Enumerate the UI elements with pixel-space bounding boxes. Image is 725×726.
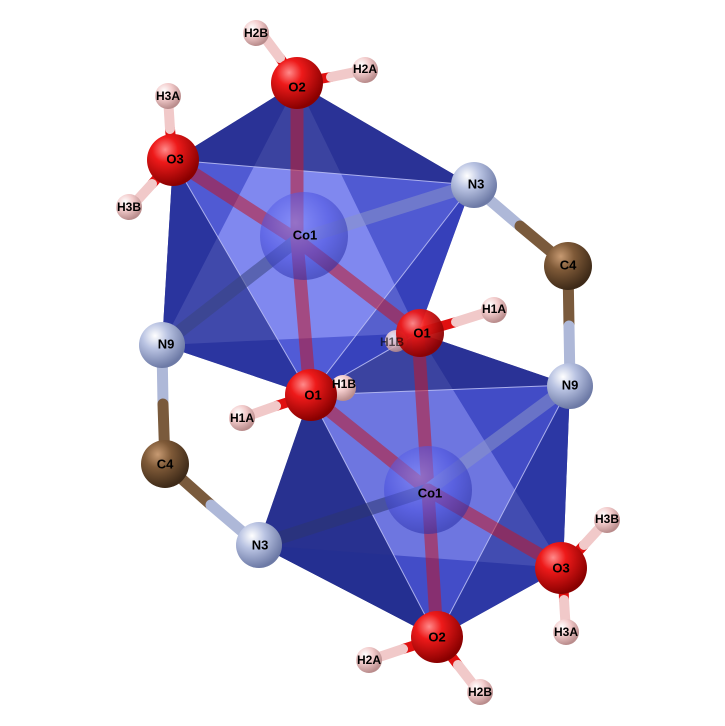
face (173, 160, 472, 395)
o3-bottom-atom (535, 542, 587, 594)
n3-bottom-atom (236, 522, 282, 568)
label-h3b-top: H3B (117, 200, 141, 214)
h3b-bottom-atom (594, 507, 620, 533)
h1a-bottom-atom (229, 405, 255, 431)
label-h3a-bottom: H3A (554, 625, 578, 639)
co1-bottom-atom (384, 446, 472, 534)
h2a-top-atom (352, 57, 378, 83)
face (173, 83, 472, 185)
label-c4-bottom: C4 (157, 456, 174, 471)
label-h3b-bottom: H3B (595, 512, 619, 526)
c4-bottom-atom (141, 440, 189, 488)
co1-top-atom (260, 192, 348, 280)
h3b-top-atom (116, 194, 142, 220)
n3-top-atom (451, 162, 497, 208)
label-o3-bottom: O3 (552, 560, 569, 575)
n9-left-atom (139, 322, 185, 368)
h3a-bottom-atom (553, 619, 579, 645)
label-o3-top: O3 (166, 151, 183, 166)
label-o2-top: O2 (288, 79, 305, 94)
h3a-top-atom (155, 83, 181, 109)
label-h1b-hidden: H1B (380, 335, 404, 349)
h1a-top-atom (481, 297, 507, 323)
h2a-bottom-atom (356, 647, 382, 673)
label-c4-top: C4 (560, 257, 577, 272)
label-h2a-bottom: H2A (357, 653, 381, 667)
label-o2-bottom: O2 (428, 629, 445, 644)
h2b-bottom-atom (467, 679, 493, 705)
label-h2b-top: H2B (244, 26, 268, 40)
label-h1b-mid: H1B (332, 377, 356, 391)
label-n9-right: N9 (562, 377, 579, 392)
label-o1-bottom: O1 (304, 387, 321, 402)
label-h2b-bottom: H2B (468, 685, 492, 699)
n9-right-atom (547, 363, 593, 409)
h2b-top-atom (243, 20, 269, 46)
face (310, 333, 570, 395)
heavy-atoms (139, 57, 593, 663)
label-h2a-top: H2A (353, 62, 377, 76)
atom-labels: Co1 Co1 O2 O3 N3 C4 N9 O1 N9 O1 C4 N3 O3… (117, 26, 619, 699)
cobalt-atoms (260, 192, 472, 534)
face (162, 160, 310, 395)
label-n3-top: N3 (468, 176, 485, 191)
hydrogen-atoms (116, 20, 620, 705)
label-h1a-bottom: H1A (230, 411, 254, 425)
label-o1-top: O1 (413, 325, 430, 340)
c4-top-atom (544, 242, 592, 290)
o2-top-atom (271, 57, 323, 109)
label-co1-top: Co1 (293, 227, 318, 242)
label-h3a-top: H3A (156, 89, 180, 103)
o1-top-atom (396, 309, 444, 357)
o3-top-atom (147, 134, 199, 186)
label-co1-bottom: Co1 (418, 485, 443, 500)
label-n3-bottom: N3 (252, 537, 269, 552)
o1-bottom-atom (285, 369, 337, 421)
o2-bottom-atom (411, 611, 463, 663)
label-n9-left: N9 (158, 336, 175, 351)
label-h1a-top: H1A (482, 302, 506, 316)
